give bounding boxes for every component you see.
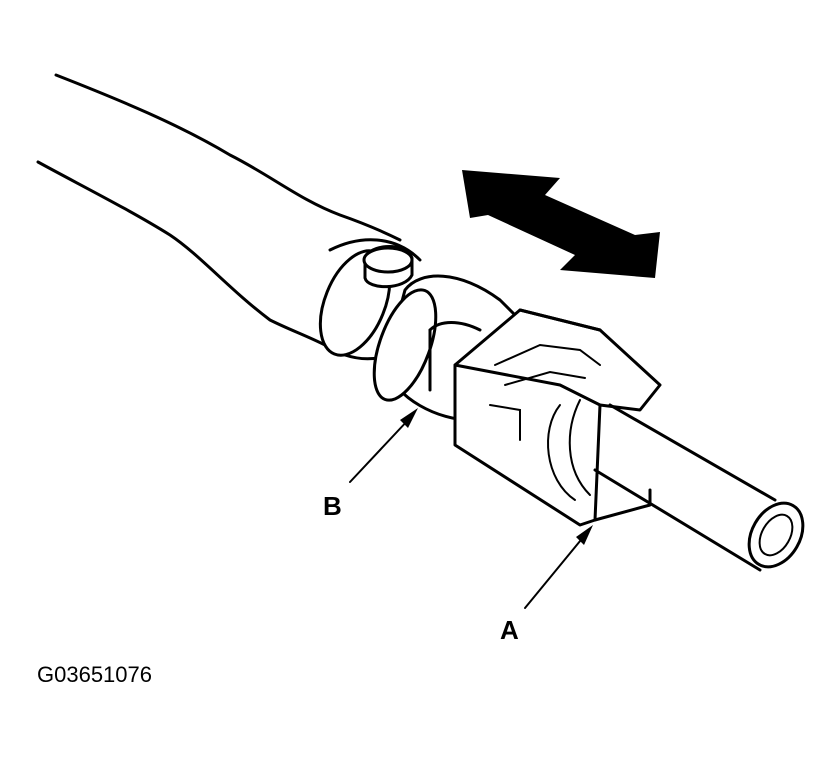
figure-code: G03651076 [37, 662, 152, 687]
label-a: A [500, 615, 519, 645]
leader-b [349, 408, 418, 483]
double-headed-arrow-icon [462, 170, 660, 278]
boot-lug [362, 244, 414, 289]
label-b: B [323, 491, 342, 521]
tube [593, 403, 805, 572]
cable-boot [36, 73, 402, 347]
leader-a [524, 525, 593, 609]
lock-clip-a [453, 308, 662, 527]
